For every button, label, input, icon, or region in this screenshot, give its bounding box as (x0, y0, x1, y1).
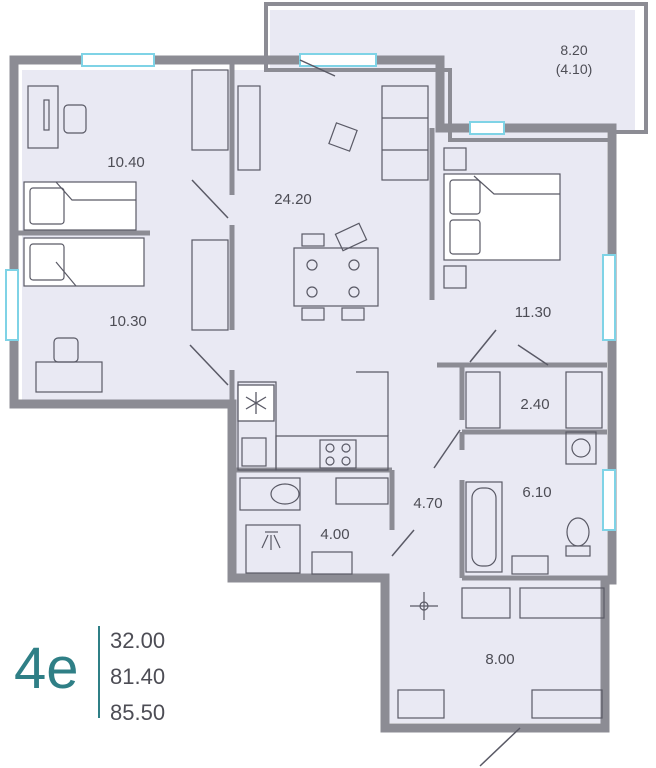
room-label-bedroom-right: 11.30 (514, 303, 552, 321)
snowflake-icon (237, 384, 275, 422)
bed-top-left (23, 181, 137, 231)
toilet-icon (565, 517, 591, 557)
balcony-area-label: 8.20 (4.10) (556, 41, 593, 79)
total-area: 81.40 (110, 664, 166, 689)
room-label-hall: 8.00 (485, 650, 515, 668)
room-label-bathroom: 6.10 (522, 483, 552, 501)
apartment-type: 4е (14, 636, 79, 701)
hall-furniture (397, 587, 605, 719)
bathtub-icon (465, 481, 503, 573)
room-label-wardrobe: 2.40 (520, 395, 550, 413)
wardrobe-room-fixtures (465, 371, 603, 429)
coffee-table (328, 122, 358, 152)
room-label-corridor: 4.70 (413, 494, 443, 512)
interior-walls (18, 64, 607, 581)
sofa (381, 85, 429, 181)
summary-divider (98, 626, 100, 718)
wc-fixtures (239, 477, 389, 575)
kitchen-counter (237, 371, 389, 471)
sink-icon (511, 555, 549, 575)
total-living-area: 32.00 (110, 628, 166, 653)
room-label-bedroom-top-left: 10.40 (107, 153, 145, 171)
shower-icon (261, 531, 281, 550)
balcony-area: 8.20 (560, 42, 588, 59)
tv-unit (237, 85, 261, 171)
balcony-area-reduced: (4.10) (555, 61, 593, 77)
door-swings (189, 59, 549, 767)
bed-right (443, 173, 561, 261)
room-label-wc: 4.00 (320, 525, 350, 543)
wardrobe-top-left (191, 69, 229, 151)
room-label-living-kitchen: 24.20 (274, 190, 312, 208)
total-area-with-balcony: 85.50 (110, 700, 166, 725)
wardrobe-bottom-left (191, 239, 229, 331)
desk-bottom-left (35, 337, 103, 393)
dining-table (293, 222, 379, 321)
room-label-bedroom-bottom-left: 10.30 (109, 312, 147, 330)
nightstands (443, 147, 467, 289)
stove-icon (319, 439, 357, 469)
bed-bottom-left (23, 237, 145, 287)
windows (5, 53, 616, 531)
washer-icon (565, 431, 597, 465)
desk-top-left (27, 85, 87, 149)
compass-icon (410, 592, 438, 620)
